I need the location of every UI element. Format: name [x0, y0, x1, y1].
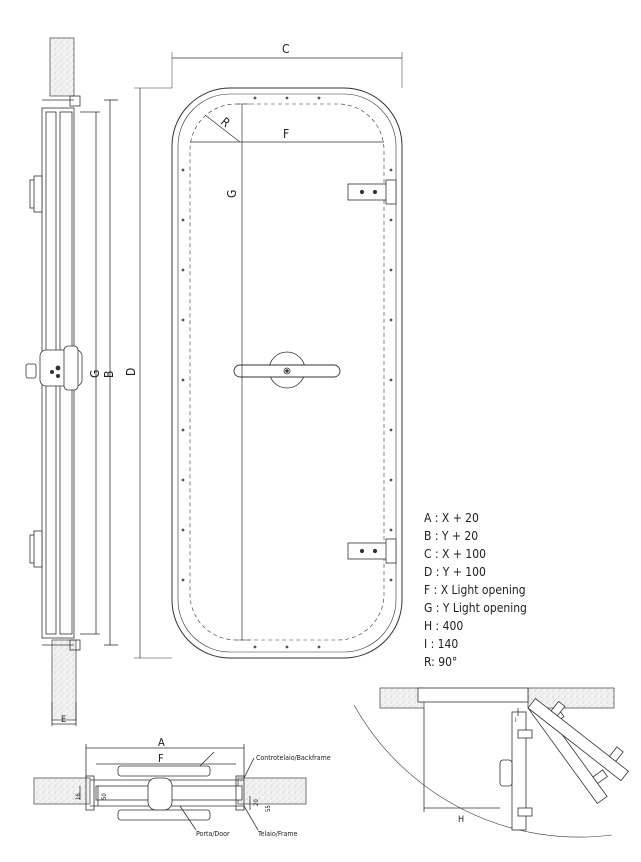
backframe-label: Controtelaio/Backframe — [256, 754, 331, 762]
legend-line: R: 90° — [424, 655, 457, 669]
door-label: Porta/Door — [196, 830, 230, 838]
front-dim-d-label: D — [124, 368, 138, 376]
legend-line: I : 140 — [424, 637, 458, 651]
section-view — [33, 744, 307, 831]
swing-view — [353, 687, 629, 838]
dimension-legend: A : X + 20 B : Y + 20 C : X + 100 D : Y … — [424, 511, 527, 669]
front-view — [134, 52, 403, 659]
section-dim-50: 50 — [101, 793, 108, 800]
front-dim-r-label: R — [218, 115, 233, 131]
side-view — [25, 37, 118, 726]
frame-label: Telaio/Frame — [257, 830, 298, 838]
section-dim-f-label: F — [158, 752, 164, 765]
side-dim-g-label: G — [88, 370, 102, 378]
side-dim-b-label: B — [102, 371, 116, 378]
section-dim-16: 16 — [75, 793, 82, 800]
section-dim-a-label: A — [158, 736, 165, 749]
legend-line: D : Y + 100 — [424, 565, 486, 579]
legend-line: F : X Light opening — [424, 583, 526, 597]
section-dim-20: 20 — [253, 799, 260, 806]
frame-bolts — [181, 96, 393, 649]
legend-line: B : Y + 20 — [424, 529, 478, 543]
front-dim-c-label: C — [282, 42, 290, 56]
side-dim-e-label: E — [61, 715, 66, 725]
front-dim-g-label: G — [225, 190, 239, 198]
swing-dim-h-label: H — [458, 815, 464, 825]
legend-line: H : 400 — [424, 619, 463, 633]
section-dim-55: 55 — [265, 805, 272, 812]
legend-line: A : X + 20 — [424, 511, 479, 525]
swing-dim-i-label: I — [515, 717, 517, 724]
front-dim-f-label: F — [283, 127, 289, 141]
legend-line: G : Y Light opening — [424, 601, 527, 615]
legend-line: C : X + 100 — [424, 547, 486, 561]
